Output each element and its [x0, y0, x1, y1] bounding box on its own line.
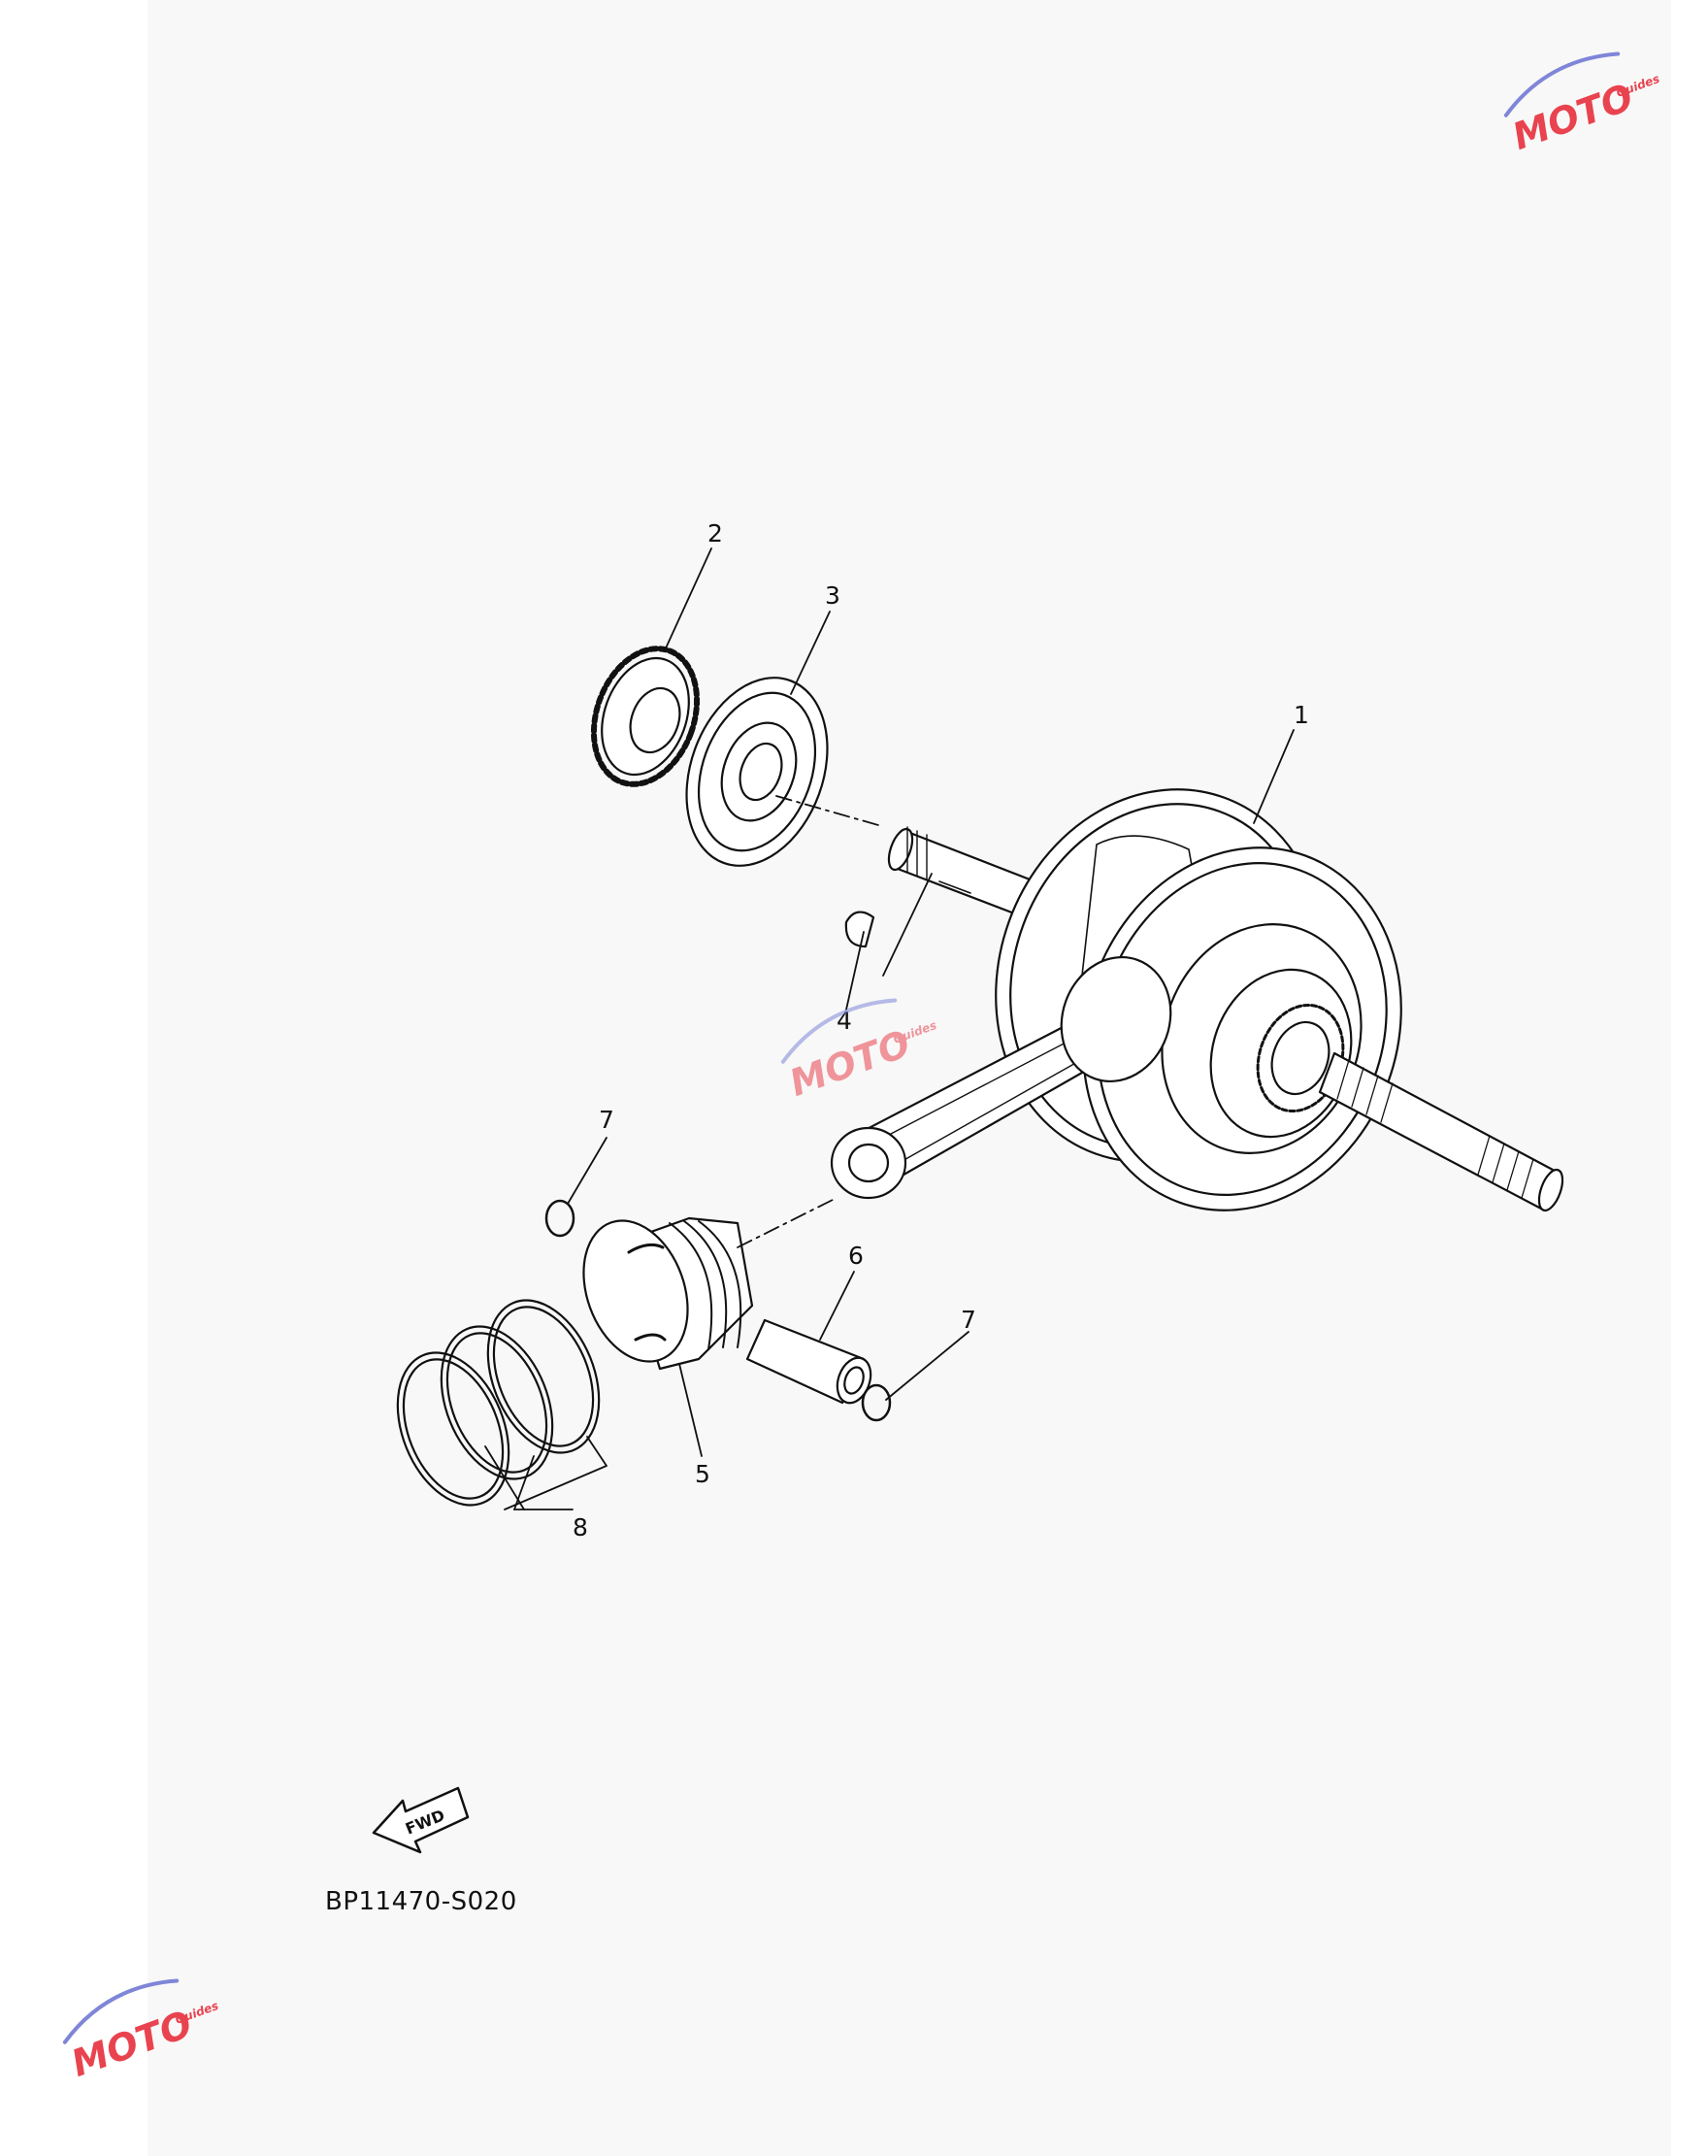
piston-ring-set [396, 1299, 601, 1507]
callout-2: 2 [707, 519, 723, 547]
diagram-sheet [148, 0, 1671, 2156]
callout-6: 6 [848, 1242, 864, 1270]
moto-guides-watermark-bottom: MOTO Guides [62, 1978, 220, 2085]
crankshaft-assembly [830, 788, 1564, 1212]
fwd-arrow-icon: FWD [372, 1786, 470, 1854]
drawing-code: BP11470-S020 [325, 1887, 517, 1916]
leader-lines [484, 547, 1295, 1510]
callout-5: 5 [695, 1460, 710, 1488]
callout-numbers: 1 2 3 4 5 6 7 7 8 [573, 519, 1309, 1542]
drive-gear [590, 646, 701, 787]
callout-7-left: 7 [599, 1106, 614, 1134]
moto-guides-watermark-top: MOTO Guides [1503, 51, 1661, 158]
circlip-left [544, 1199, 575, 1238]
callout-3: 3 [825, 581, 840, 610]
callout-1: 1 [1294, 701, 1309, 729]
crankshaft-bearing [685, 677, 829, 867]
woodruff-key [844, 911, 875, 948]
moto-guides-watermark-mid: MOTO Guides [780, 998, 938, 1105]
piston-pin [745, 1318, 872, 1405]
callout-8: 8 [573, 1513, 588, 1542]
circlip-right [861, 1383, 892, 1422]
callout-7-right: 7 [961, 1306, 976, 1334]
piston [582, 1216, 754, 1371]
